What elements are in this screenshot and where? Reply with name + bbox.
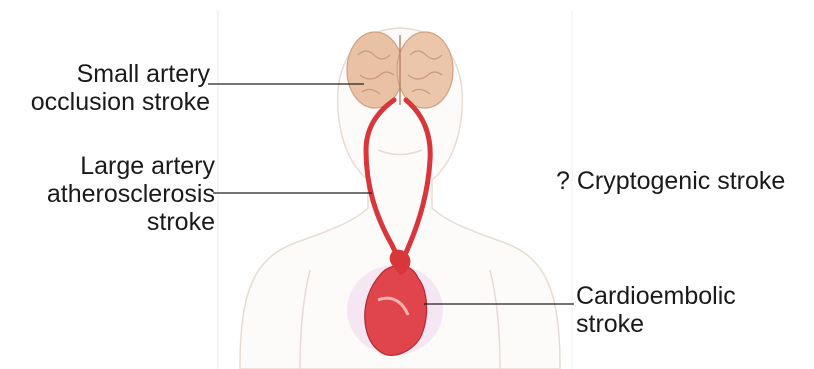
large-artery-label-line3: stroke [10, 208, 215, 236]
cryptogenic-stroke-label: ? Cryptogenic stroke [556, 167, 785, 195]
cardioembolic-stroke-label: Cardioembolic stroke [576, 282, 736, 338]
large-artery-atherosclerosis-label: Large artery atherosclerosis stroke [10, 152, 215, 236]
cardioembolic-label-line1: Cardioembolic [576, 282, 736, 310]
small-artery-label-line1: Small artery [20, 60, 210, 88]
small-artery-occlusion-label: Small artery occlusion stroke [20, 60, 210, 116]
cardioembolic-label-line2: stroke [576, 310, 736, 338]
small-artery-label-line2: occlusion stroke [20, 88, 210, 116]
large-artery-label-line1: Large artery [10, 152, 215, 180]
large-artery-label-line2: atherosclerosis [10, 180, 215, 208]
brain-icon [347, 32, 453, 108]
